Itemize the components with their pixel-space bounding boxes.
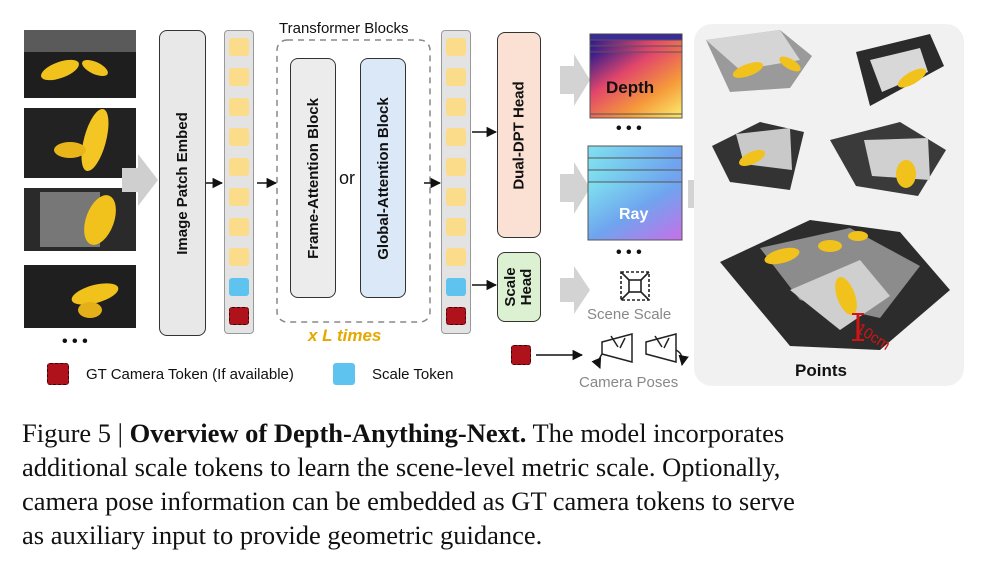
- scale-head: Scale Head: [497, 252, 541, 322]
- camera-token: [446, 307, 466, 325]
- legend-scale-label: Scale Token: [372, 366, 454, 383]
- ray-ellipsis: • • •: [616, 244, 642, 261]
- token-column-input: [224, 30, 254, 334]
- patch-token: [229, 248, 249, 266]
- patch-token: [229, 68, 249, 86]
- patch-token: [446, 98, 466, 116]
- frame-attention-block: Frame-Attention Block: [290, 58, 336, 298]
- gt-camera-token-input: [511, 345, 531, 365]
- input-ellipsis: • • •: [62, 333, 88, 350]
- token-column-output: [441, 30, 471, 334]
- ray-label: Ray: [619, 206, 649, 223]
- patch-token: [446, 248, 466, 266]
- depth-label: Depth: [606, 78, 655, 97]
- patch-token: [446, 128, 466, 146]
- scene-scale-icon: [620, 271, 650, 301]
- figure-caption: Figure 5 | Overview of Depth-Anything-Ne…: [22, 416, 972, 552]
- xl-times-label: x L times: [308, 326, 382, 345]
- patch-token: [446, 68, 466, 86]
- scale-token: [229, 278, 249, 296]
- patch-token: [446, 188, 466, 206]
- legend-scale-swatch: [333, 363, 355, 385]
- patch-token: [229, 128, 249, 146]
- global-attention-block: Global-Attention Block: [360, 58, 406, 298]
- scale-head-label: Scale Head: [502, 267, 535, 307]
- caption-line-3: camera pose information can be embedded …: [22, 486, 795, 516]
- camera-pose-icon: [591, 333, 689, 369]
- caption-line-4: as auxiliary input to provide geometric …: [22, 520, 543, 550]
- patch-token: [229, 188, 249, 206]
- patch-token: [229, 38, 249, 56]
- patch-token: [446, 218, 466, 236]
- input-arrow: [122, 154, 158, 206]
- scene-scale-label: Scene Scale: [587, 306, 672, 323]
- image-patch-embed-block: Image Patch Embed: [159, 30, 206, 336]
- depth-map-stack: [589, 33, 683, 119]
- camera-poses-label: Camera Poses: [579, 374, 679, 391]
- dual-dpt-head-label: Dual-DPT Head: [510, 80, 528, 190]
- caption-line-1: Figure 5 | Overview of Depth-Anything-Ne…: [22, 416, 972, 450]
- caption-line-1-rest: The model incorporates: [526, 418, 785, 448]
- input-images: [24, 30, 136, 328]
- scale-token: [446, 278, 466, 296]
- frame-attention-label: Frame-Attention Block: [304, 97, 322, 259]
- legend-camera-swatch: [47, 363, 69, 385]
- diagram-graphics: [24, 24, 964, 386]
- patch-token: [446, 158, 466, 176]
- image-patch-embed-label: Image Patch Embed: [174, 111, 192, 255]
- caption-line-2: additional scale tokens to learn the sce…: [22, 452, 781, 482]
- caption-figure-number: Figure 5 |: [22, 418, 130, 448]
- depth-ellipsis: • • •: [616, 120, 642, 137]
- caption-title: Overview of Depth-Anything-Next.: [129, 418, 527, 448]
- global-attention-label: Global-Attention Block: [374, 96, 392, 260]
- transformer-blocks-title: Transformer Blocks: [279, 20, 409, 37]
- point-clouds: [706, 30, 950, 350]
- patch-token: [229, 218, 249, 236]
- camera-token: [229, 307, 249, 325]
- dual-dpt-head: Dual-DPT Head: [497, 32, 541, 238]
- or-label: or: [339, 168, 356, 188]
- ray-map-stack: [587, 145, 683, 241]
- patch-token: [229, 158, 249, 176]
- figure: Image Patch Embed Transformer Blocks Fra…: [24, 20, 964, 391]
- patch-token: [446, 38, 466, 56]
- patch-token: [229, 98, 249, 116]
- points-label: Points: [795, 361, 847, 380]
- legend-camera-label: GT Camera Token (If available): [86, 366, 294, 383]
